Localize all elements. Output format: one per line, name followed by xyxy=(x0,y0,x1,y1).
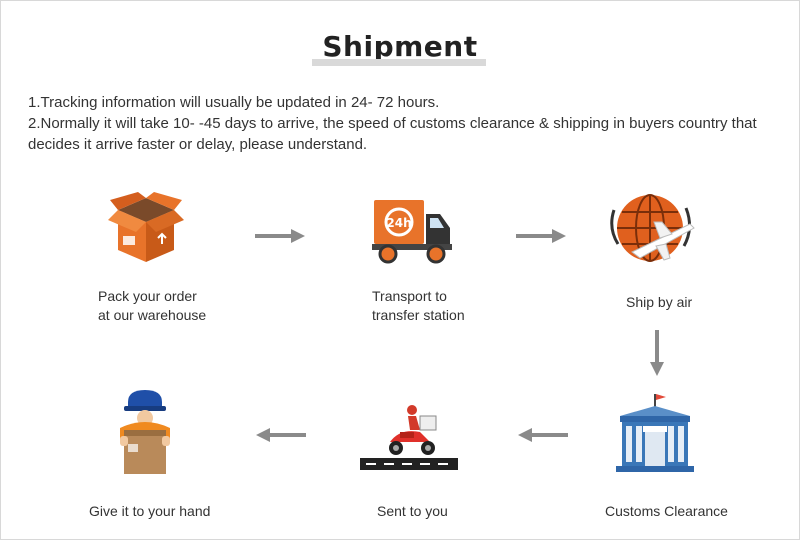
truck-badge: 24h xyxy=(386,216,411,230)
page-title: Shipment xyxy=(322,30,478,63)
arrow-left-icon xyxy=(518,428,568,442)
step-label-customs: Customs Clearance xyxy=(605,503,728,519)
courier-scooter-icon xyxy=(360,405,458,470)
step-label-sent: Sent to you xyxy=(377,503,448,519)
arrow-right-icon xyxy=(255,229,305,243)
courier-holding-box-icon xyxy=(120,390,170,474)
step-label-hand: Give it to your hand xyxy=(89,503,211,519)
title-underline xyxy=(312,59,486,66)
arrow-right-icon xyxy=(516,229,566,243)
customs-building-icon xyxy=(616,394,694,472)
note-delivery-time: 2.Normally it will take 10- -45 days to … xyxy=(28,115,757,153)
delivery-truck-icon: 24h xyxy=(372,200,452,264)
arrow-left-icon xyxy=(256,428,306,442)
globe-airplane-icon xyxy=(610,194,695,262)
package-box-icon xyxy=(108,192,184,262)
note-tracking: 1.Tracking information will usually be u… xyxy=(28,94,440,111)
shipment-notes: 1.Tracking information will usually be u… xyxy=(28,92,773,155)
arrow-down-icon xyxy=(650,330,664,376)
step-label-air: Ship by air xyxy=(626,294,693,310)
